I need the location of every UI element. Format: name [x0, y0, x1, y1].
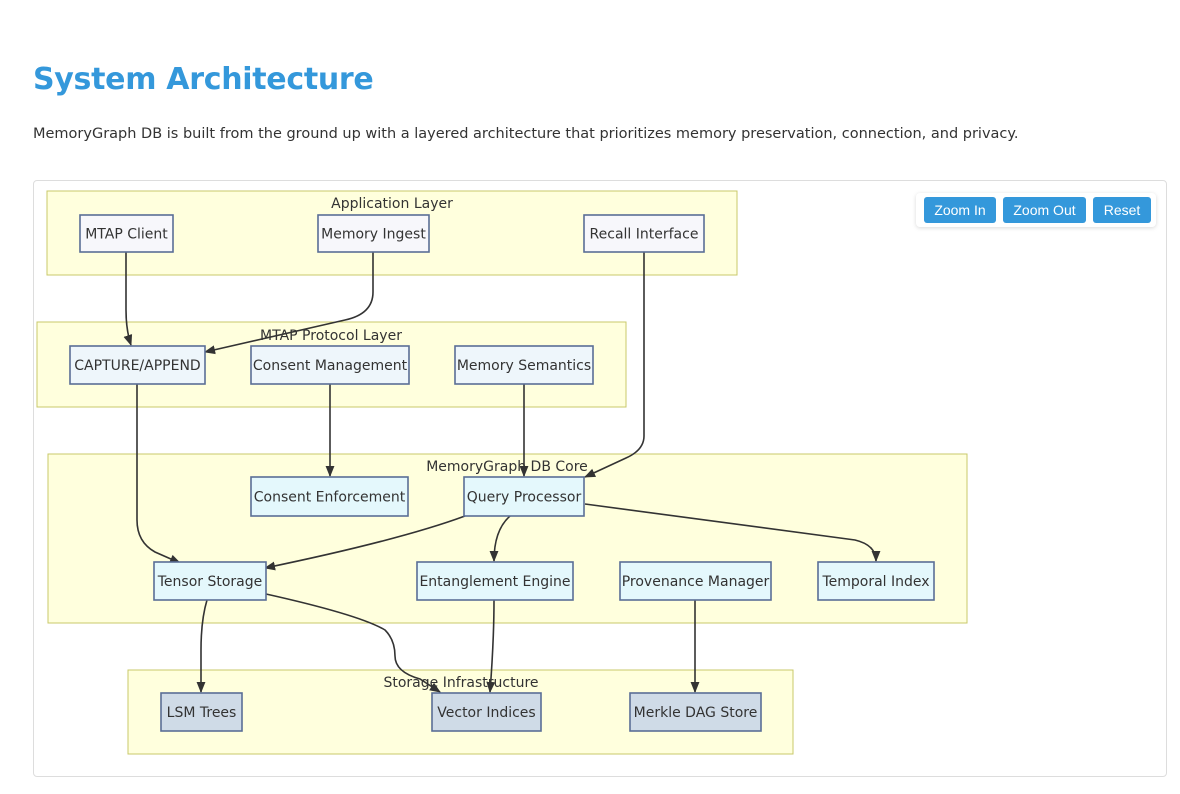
- edge-tensor-lsm: [196, 599, 208, 694]
- node-provenance-manager[interactable]: Provenance Manager: [619, 561, 772, 601]
- edge-capture-tensor: [136, 384, 182, 564]
- node-temporal-index-label: Temporal Index: [821, 574, 929, 590]
- node-consent-management[interactable]: Consent Management: [250, 345, 410, 385]
- node-lsm-trees[interactable]: LSM Trees: [160, 692, 243, 732]
- node-vector-indices[interactable]: Vector Indices: [431, 692, 542, 732]
- reset-button[interactable]: Reset: [1093, 197, 1151, 223]
- layer-storage-label: Storage Infrastructure: [383, 675, 538, 691]
- edge-mtap-client-capture: [123, 252, 133, 347]
- edge-query-entanglement: [489, 515, 511, 563]
- edge-recall-query: [583, 252, 645, 478]
- node-entanglement-engine-label: Entanglement Engine: [419, 574, 570, 590]
- node-capture-append[interactable]: CAPTURE/APPEND: [69, 345, 206, 385]
- intro-paragraph: MemoryGraph DB is built from the ground …: [33, 126, 1019, 142]
- layer-core-label: MemoryGraph DB Core: [426, 459, 588, 475]
- node-lsm-trees-label: LSM Trees: [167, 705, 237, 721]
- edge-tensor-vector: [265, 593, 441, 693]
- node-provenance-manager-label: Provenance Manager: [622, 574, 770, 590]
- node-memory-ingest-label: Memory Ingest: [321, 227, 426, 243]
- node-tensor-storage-label: Tensor Storage: [157, 574, 263, 590]
- zoom-controls: Zoom In Zoom Out Reset: [916, 193, 1156, 227]
- node-memory-semantics-label: Memory Semantics: [457, 358, 591, 374]
- node-consent-management-label: Consent Management: [253, 358, 408, 374]
- node-consent-enforcement[interactable]: Consent Enforcement: [250, 476, 409, 517]
- edge-query-tensor: [263, 515, 466, 571]
- edges: [123, 252, 881, 694]
- edge-memory-ingest-capture: [203, 252, 374, 355]
- edge-entanglement-vector: [486, 599, 496, 694]
- node-query-processor[interactable]: Query Processor: [463, 476, 585, 517]
- edge-query-temporal: [584, 503, 881, 563]
- node-capture-append-label: CAPTURE/APPEND: [74, 358, 200, 374]
- node-merkle-dag-store[interactable]: Merkle DAG Store: [629, 692, 762, 732]
- node-mtap-client-label: MTAP Client: [85, 227, 168, 243]
- node-query-processor-label: Query Processor: [467, 490, 582, 506]
- node-recall-interface-label: Recall Interface: [590, 227, 699, 243]
- node-vector-indices-label: Vector Indices: [437, 705, 535, 721]
- node-mtap-client[interactable]: MTAP Client: [79, 214, 174, 253]
- node-entanglement-engine[interactable]: Entanglement Engine: [416, 561, 574, 601]
- node-tensor-storage[interactable]: Tensor Storage: [153, 561, 267, 601]
- node-memory-semantics[interactable]: Memory Semantics: [454, 345, 594, 385]
- layer-application-label: Application Layer: [331, 196, 453, 212]
- zoom-in-button[interactable]: Zoom In: [924, 197, 996, 223]
- layer-protocol-label: MTAP Protocol Layer: [260, 328, 402, 344]
- zoom-out-button[interactable]: Zoom Out: [1003, 197, 1086, 223]
- node-memory-ingest[interactable]: Memory Ingest: [317, 214, 430, 253]
- node-recall-interface[interactable]: Recall Interface: [583, 214, 705, 253]
- node-merkle-dag-store-label: Merkle DAG Store: [634, 705, 758, 721]
- node-consent-enforcement-label: Consent Enforcement: [254, 490, 406, 506]
- node-temporal-index[interactable]: Temporal Index: [817, 561, 935, 601]
- page-title: System Architecture: [33, 62, 374, 97]
